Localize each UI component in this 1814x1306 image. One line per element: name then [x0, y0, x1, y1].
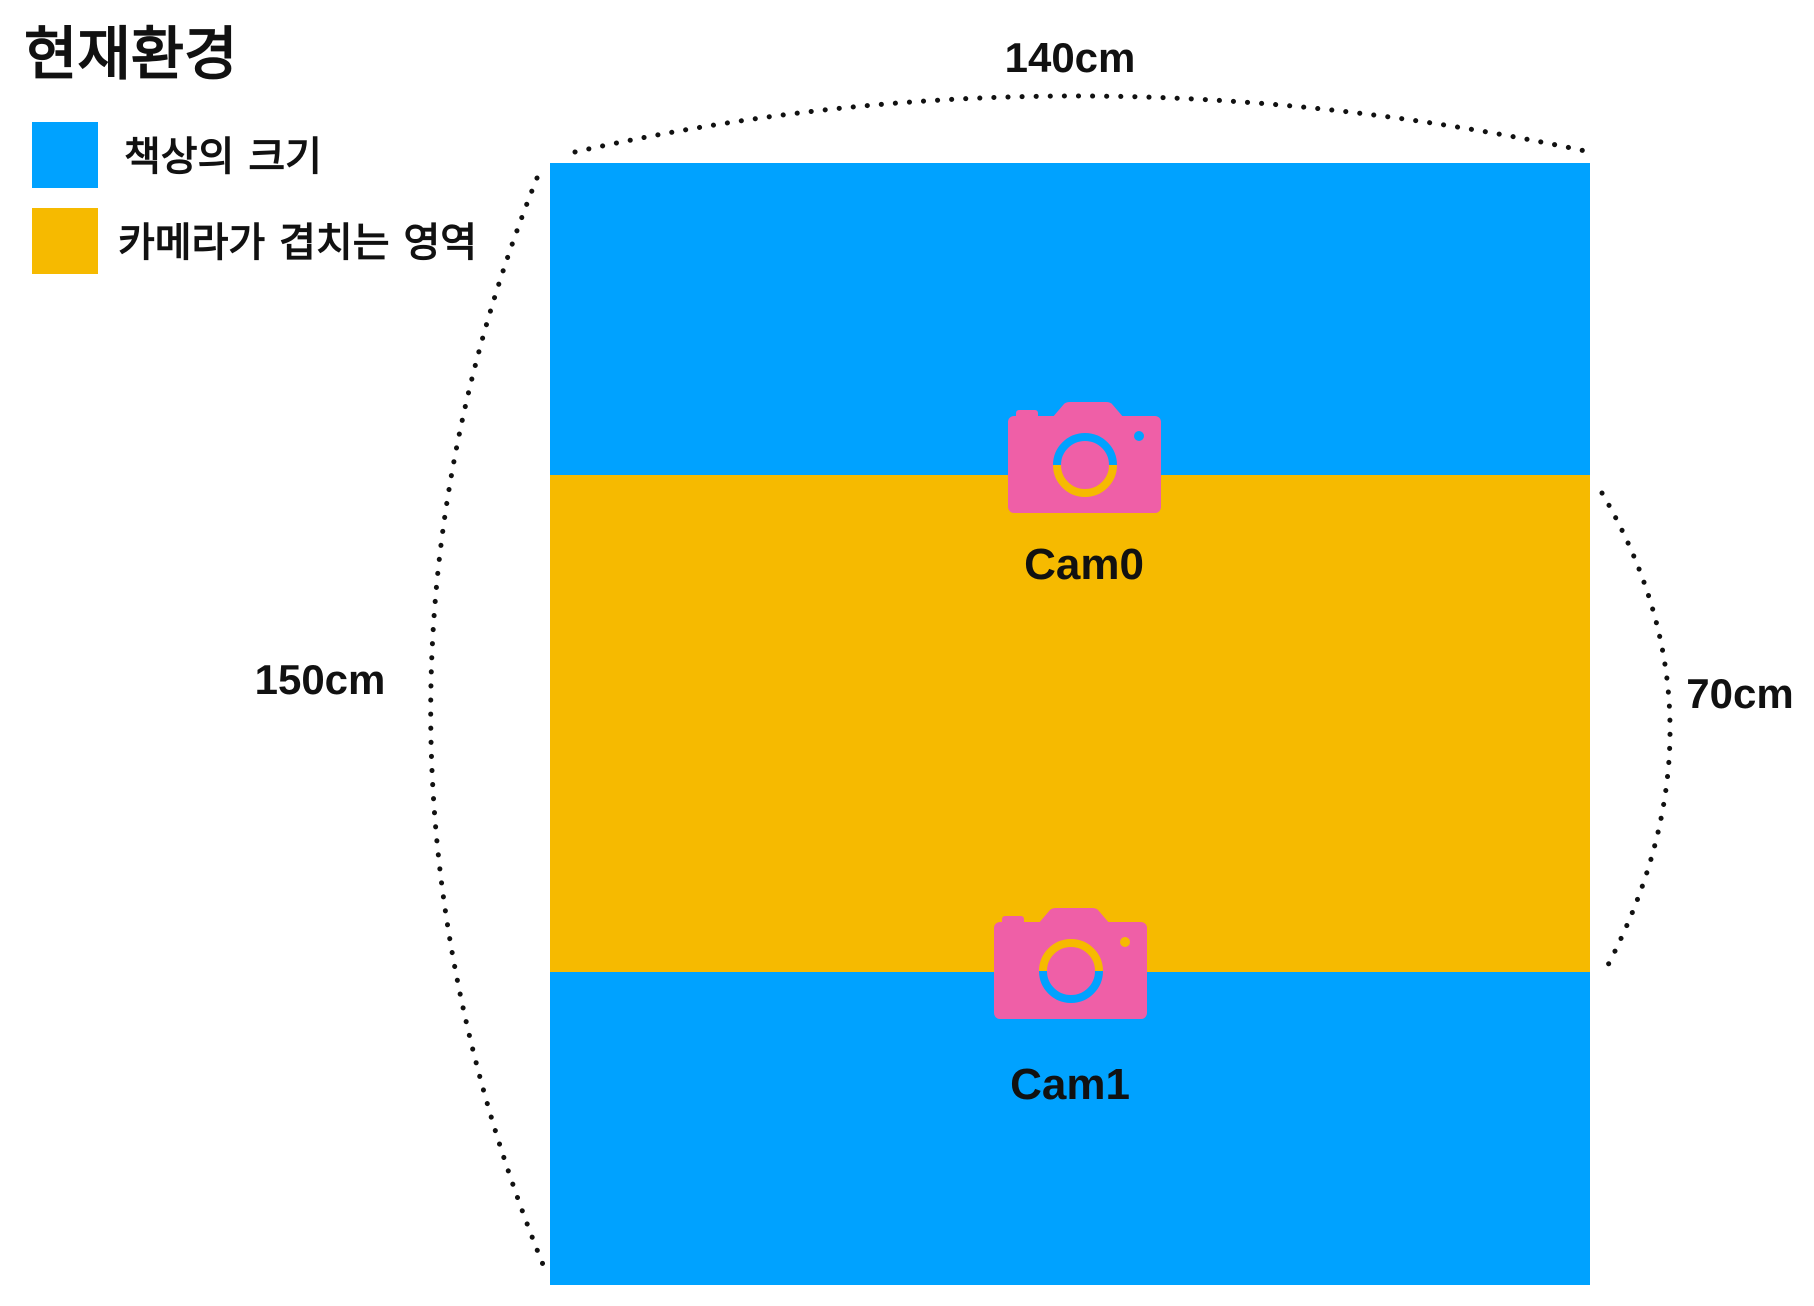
overlap-area	[550, 475, 1590, 972]
camera-1-label: Cam1	[1010, 1060, 1130, 1109]
camera-0-label: Cam0	[1024, 540, 1144, 589]
camera-0	[1008, 402, 1161, 513]
camera-icon	[994, 908, 1147, 1019]
legend-label-overlap: 카메라가 겹치는 영역	[118, 220, 477, 266]
camera-icon	[1008, 402, 1161, 513]
legend-swatch-overlap	[32, 208, 98, 274]
height-dimension-arc	[428, 175, 549, 1275]
legend-label-desk: 책상의 크기	[124, 134, 322, 180]
legend: 책상의 크기 카메라가 겹치는 영역	[32, 122, 477, 274]
camera-1	[994, 908, 1147, 1019]
overlap-label: 70cm	[1686, 670, 1793, 717]
height-label: 150cm	[255, 656, 386, 703]
overlap-dimension-arc	[1599, 490, 1673, 968]
page-title: 현재환경	[24, 20, 237, 88]
legend-swatch-desk	[32, 122, 98, 188]
desk	[550, 163, 1590, 1285]
width-dimension-arc	[572, 93, 1593, 155]
width-label: 140cm	[1005, 34, 1136, 81]
